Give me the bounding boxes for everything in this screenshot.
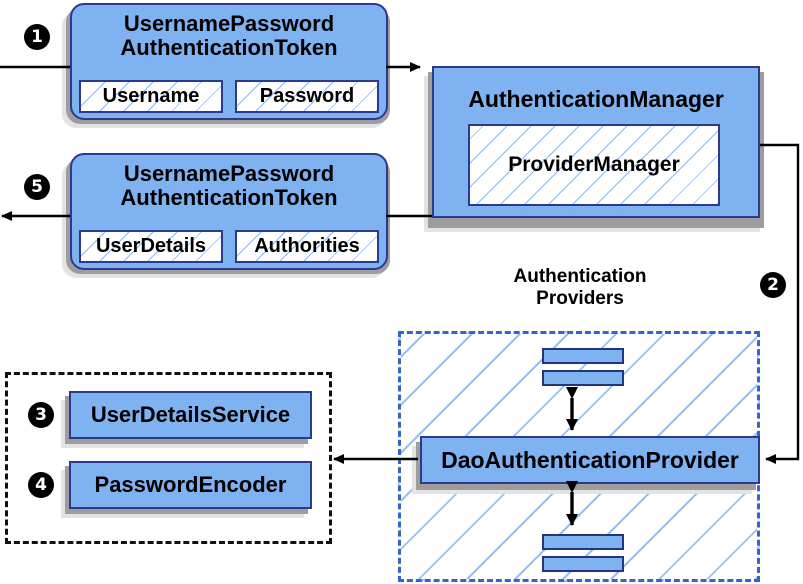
step-badge-3: 3: [28, 402, 54, 428]
step-badge-4-label: 4: [35, 475, 47, 495]
response-token-title-line1: UsernamePassword: [123, 161, 335, 186]
response-token-title: UsernamePassword AuthenticationToken: [72, 155, 386, 210]
response-token-userdetails-label: UserDetails: [95, 235, 207, 257]
password-encoder-box[interactable]: PasswordEncoder: [69, 461, 312, 509]
request-token-title-line2: AuthenticationToken: [120, 35, 338, 61]
request-token-username-label: Username: [102, 85, 200, 107]
dao-authentication-provider-box[interactable]: DaoAuthenticationProvider: [420, 436, 760, 484]
step-badge-3-label: 3: [35, 405, 47, 425]
collapsed-provider-bar-top-2[interactable]: [542, 370, 624, 386]
services-group: [5, 372, 332, 544]
collapsed-provider-bar-bottom-2[interactable]: [542, 556, 624, 572]
step-badge-2-label: 2: [767, 275, 779, 295]
response-token-authorities-label: Authorities: [254, 235, 360, 257]
response-token-userdetails-field[interactable]: UserDetails: [79, 230, 223, 263]
collapsed-provider-bar-bottom-1[interactable]: [542, 534, 624, 550]
request-token-title-line1: UsernamePassword: [123, 11, 335, 36]
authentication-providers-caption: Authentication Providers: [440, 266, 720, 310]
provider-manager-label: ProviderManager: [508, 153, 680, 176]
step-badge-5-label: 5: [31, 177, 43, 197]
password-encoder-label: PasswordEncoder: [94, 472, 287, 497]
step-badge-2: 2: [760, 272, 786, 298]
response-token-authorities-field[interactable]: Authorities: [235, 230, 379, 263]
request-token-password-label: Password: [259, 85, 355, 107]
authentication-manager-title: AuthenticationManager: [468, 86, 724, 112]
provider-manager-box[interactable]: ProviderManager: [468, 124, 720, 206]
request-token-password-field[interactable]: Password: [235, 80, 379, 113]
user-details-service-box[interactable]: UserDetailsService: [69, 391, 312, 439]
arrow-manager-to-provider: [760, 143, 800, 464]
providers-caption-line2: Providers: [536, 287, 624, 309]
providers-caption-line1: Authentication: [513, 266, 647, 287]
request-token-title: UsernamePassword AuthenticationToken: [72, 5, 386, 60]
request-token-username-field[interactable]: Username: [79, 80, 223, 113]
user-details-service-label: UserDetailsService: [90, 402, 291, 427]
response-token-title-line2: AuthenticationToken: [120, 185, 338, 211]
step-badge-1-label: 1: [31, 27, 43, 47]
collapsed-provider-bar-top-1[interactable]: [542, 348, 624, 364]
step-badge-1: 1: [24, 24, 50, 50]
step-badge-5: 5: [24, 174, 50, 200]
step-badge-4: 4: [28, 472, 54, 498]
dao-authentication-provider-label: DaoAuthenticationProvider: [441, 446, 739, 473]
